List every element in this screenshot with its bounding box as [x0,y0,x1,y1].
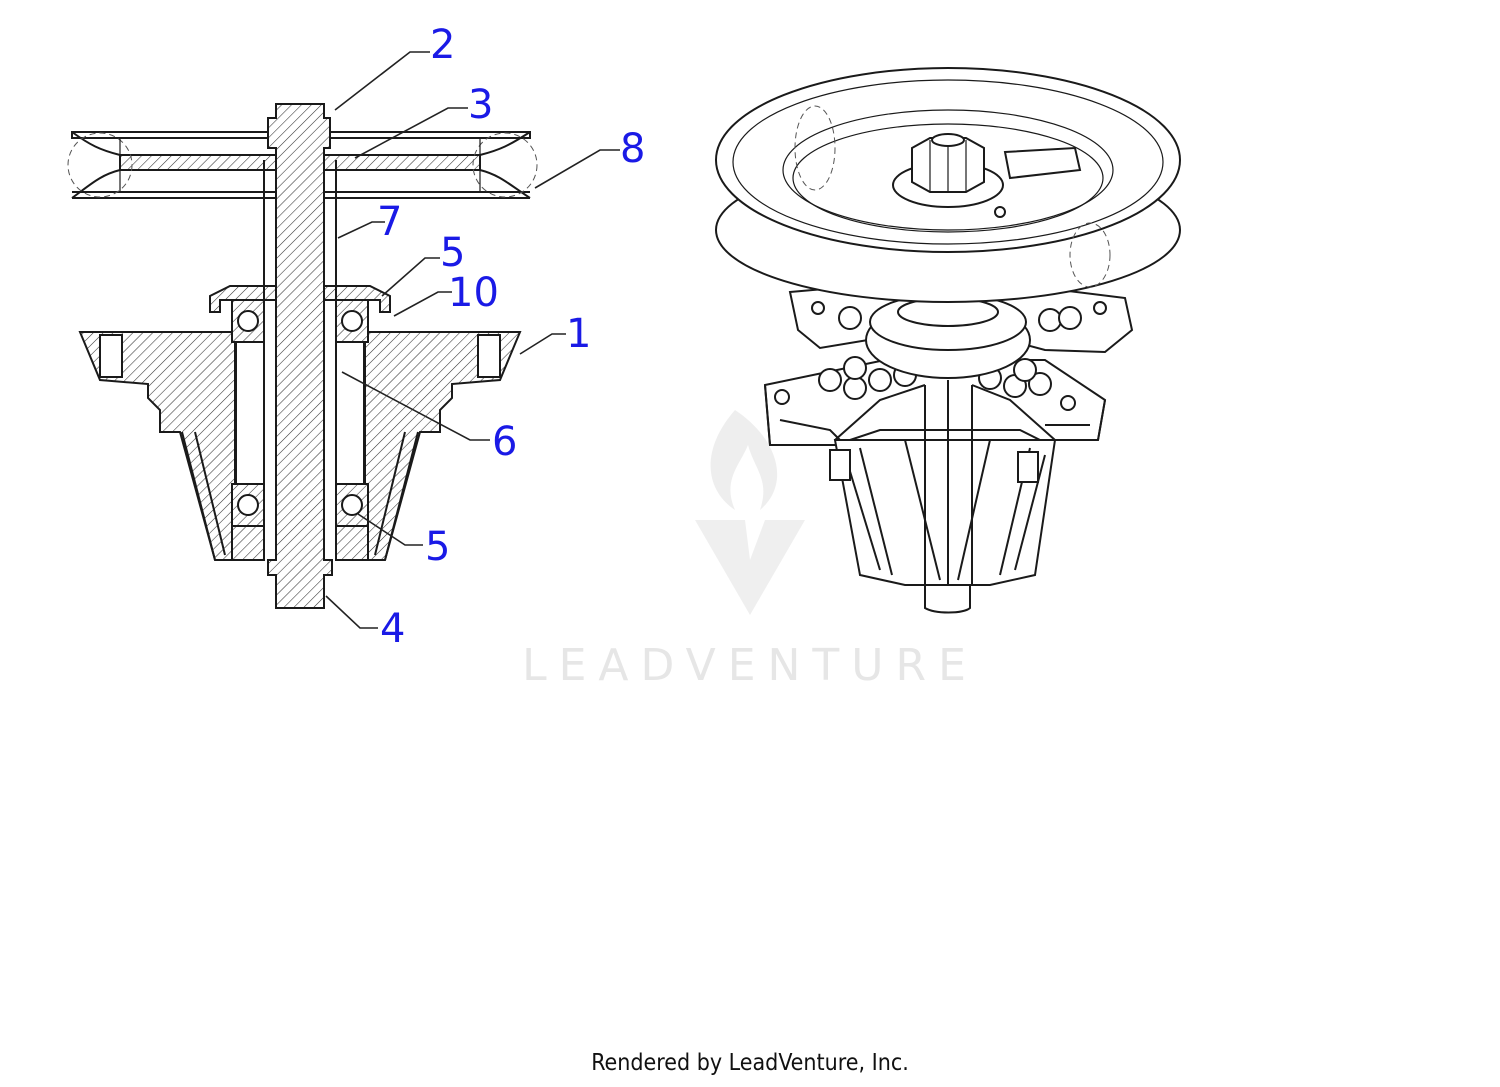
spacer-section [235,341,265,485]
lower-bearings [231,483,369,527]
callout-4: 4 [380,606,405,652]
cross-section-view [67,103,538,609]
upper-bearings [231,299,369,343]
housing-cone [829,380,1057,586]
callout-10: 10 [448,270,499,316]
pulley-nut [892,133,1004,208]
isometric-view [715,67,1181,614]
watermark-text: LEADVENTURE [522,640,978,691]
leader-lines [325,51,620,629]
watermark-logo [695,410,805,615]
callout-6: 6 [492,419,517,465]
pulley-iso [715,67,1181,303]
callout-5-upper: 5 [440,230,465,276]
callout-1: 1 [566,311,591,357]
callout-8: 8 [620,126,645,172]
callout-5-lower: 5 [425,524,450,570]
callout-3: 3 [468,82,493,128]
callout-2: 2 [430,22,455,68]
shaft-section [267,103,333,609]
callout-7: 7 [377,199,402,245]
footer-credit: Rendered by LeadVenture, Inc. [591,1050,909,1076]
callout-labels: 2 3 8 7 5 10 1 6 5 4 [377,22,645,652]
shaft-end [924,584,971,614]
